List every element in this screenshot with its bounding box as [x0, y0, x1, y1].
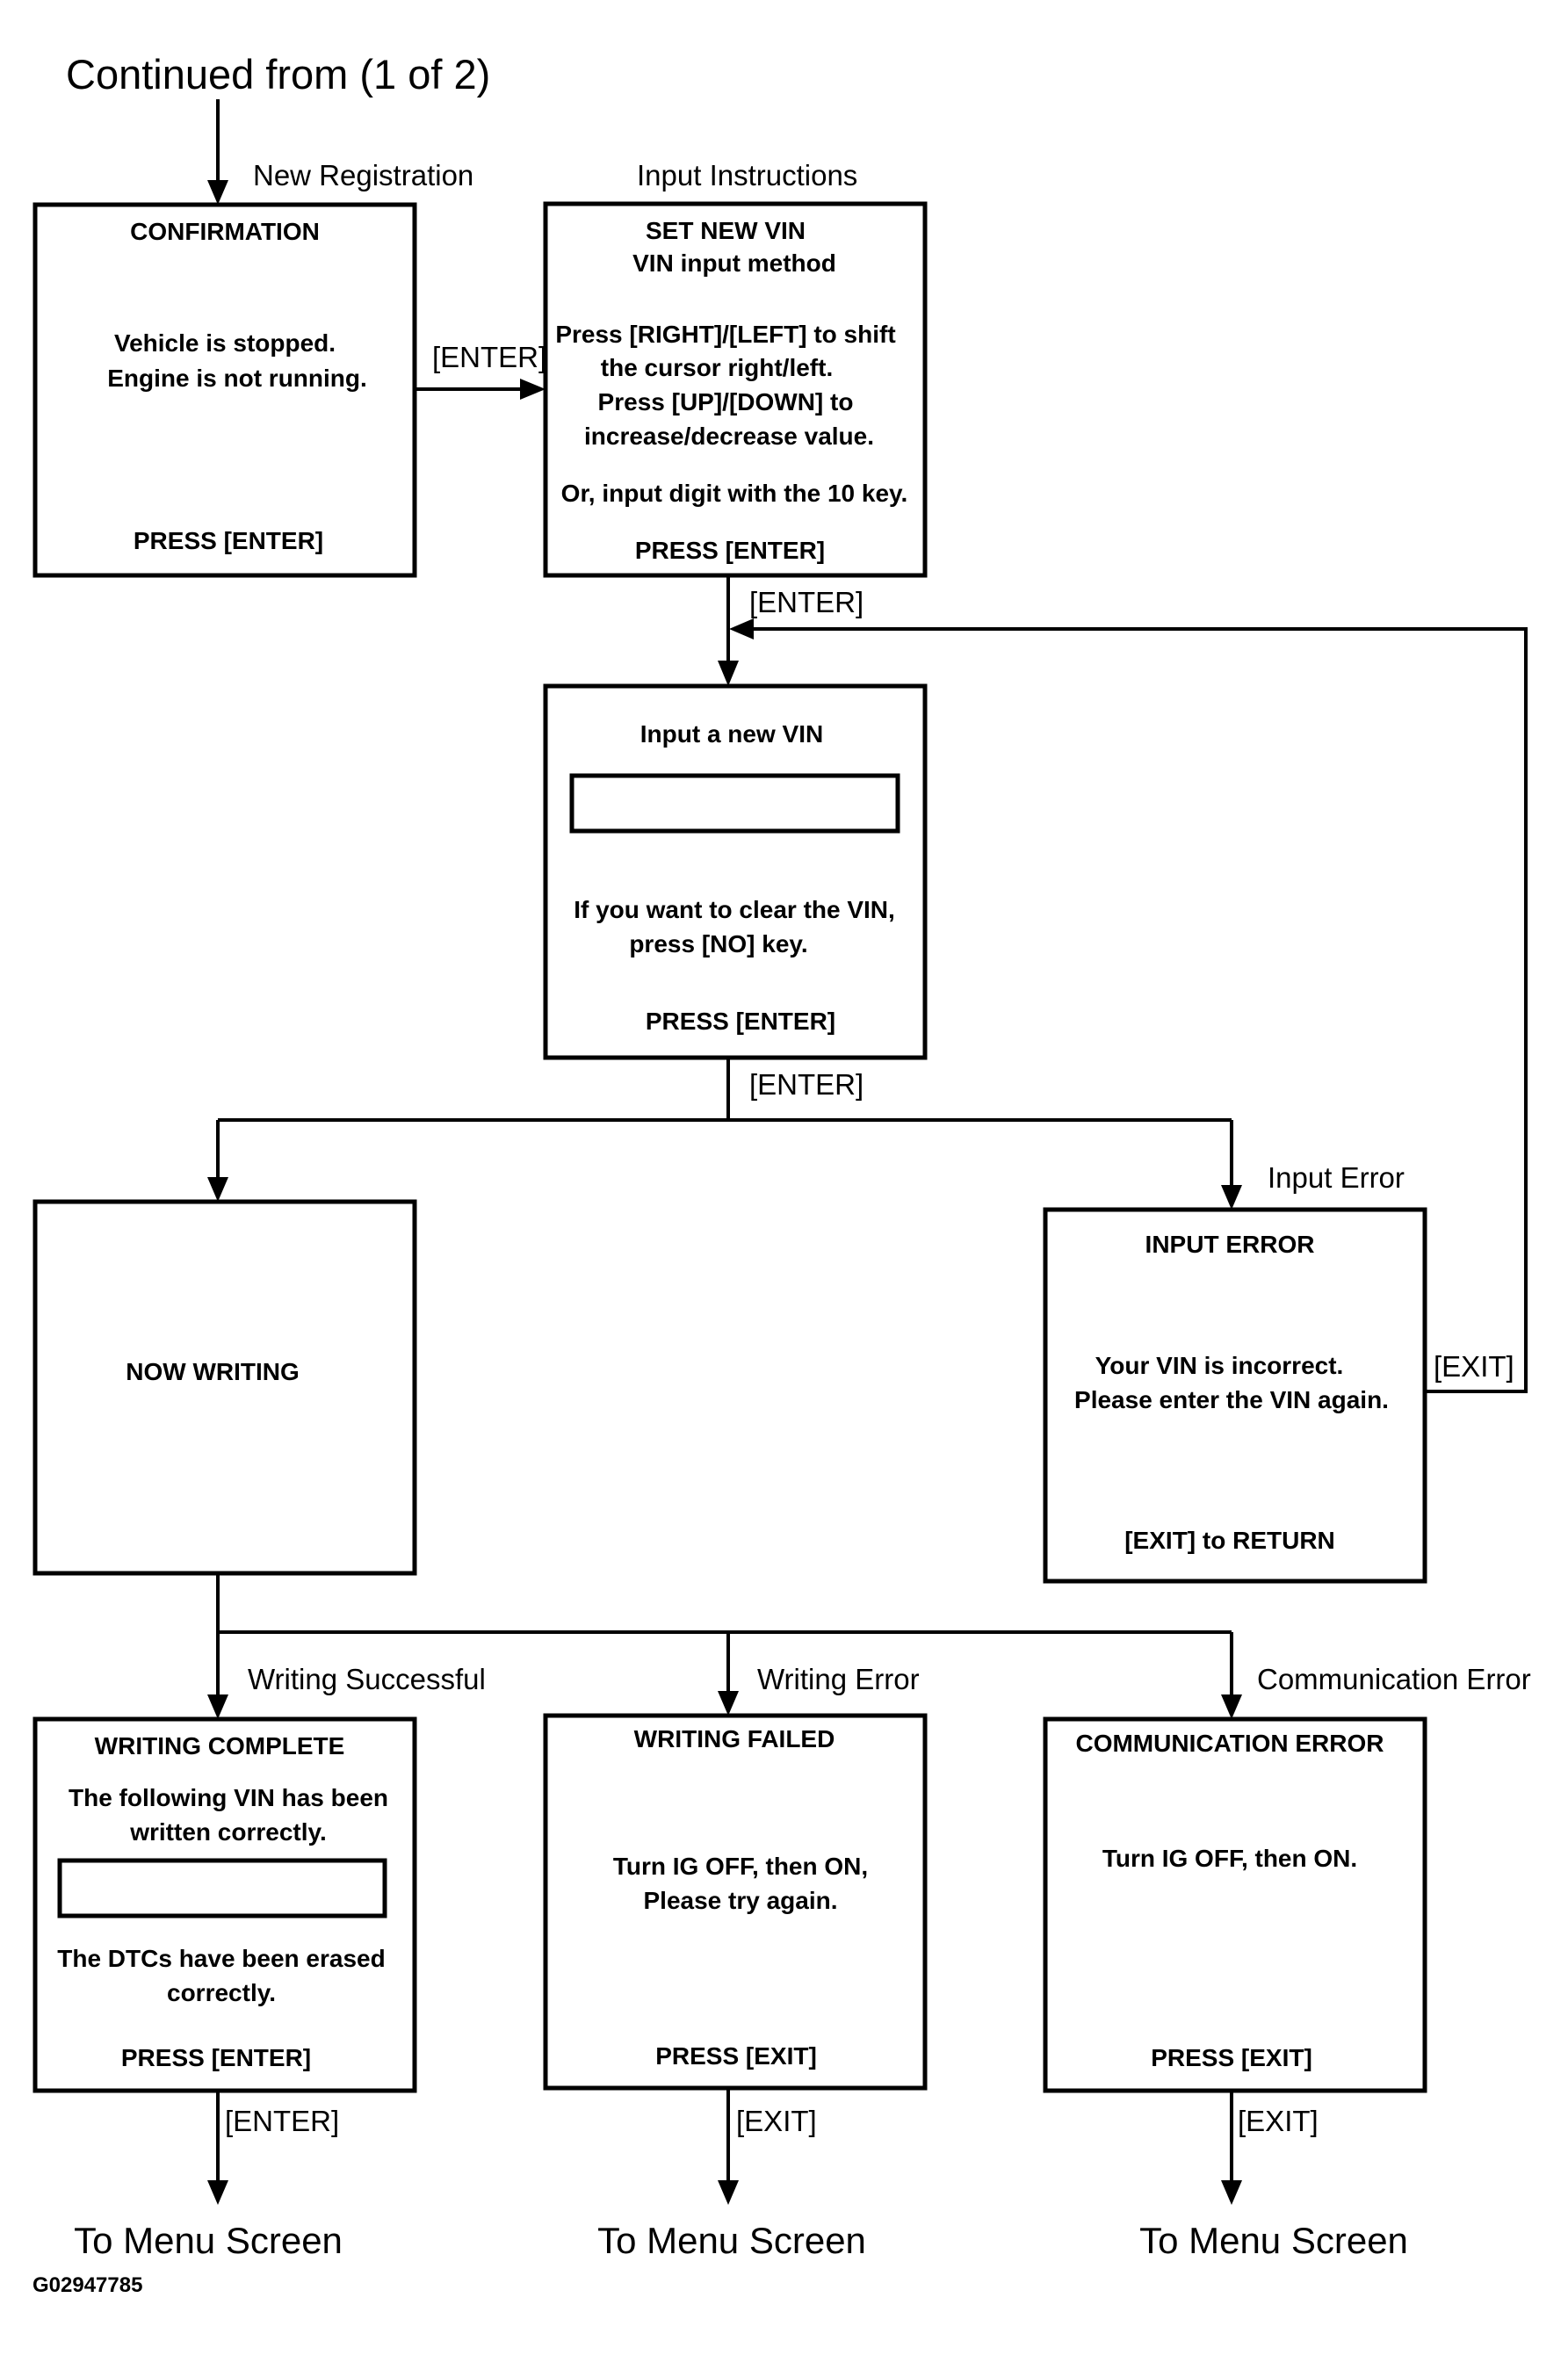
label-input-error: Input Error — [1268, 1161, 1405, 1194]
written-vin-field — [57, 1858, 387, 1918]
writingfailed-line1: Turn IG OFF, then ON, — [613, 1853, 868, 1880]
arrowhead-menu-left — [207, 2180, 228, 2205]
arrowhead-menu-right — [1221, 2180, 1242, 2205]
confirmation-footer: PRESS [ENTER] — [134, 527, 323, 554]
input-vin-box: Input a new VIN If you want to clear the… — [543, 683, 928, 1060]
label-exit-failed: [EXIT] — [736, 2105, 817, 2137]
setvin-footer: PRESS [ENTER] — [635, 537, 825, 564]
arrowhead-loopback — [729, 618, 754, 639]
connector-inputerror-loopback — [754, 627, 1528, 1393]
inputerror-line2: Please enter the VIN again. — [1074, 1386, 1389, 1413]
commerror-title: COMMUNICATION ERROR — [1075, 1730, 1384, 1757]
arrowhead-inputvin — [718, 661, 739, 686]
inputvin-footer: PRESS [ENTER] — [646, 1008, 835, 1035]
label-enter-1: [ENTER] — [432, 341, 546, 373]
label-enter-2: [ENTER] — [749, 586, 863, 618]
label-communication-error: Communication Error — [1257, 1663, 1531, 1695]
label-writing-error: Writing Error — [757, 1663, 920, 1695]
label-input-instructions: Input Instructions — [637, 159, 857, 191]
inputerror-title: INPUT ERROR — [1145, 1231, 1315, 1258]
arrowhead-writingfailed — [718, 1691, 739, 1716]
set-new-vin-box: SET NEW VIN VIN input method Press [RIGH… — [543, 201, 928, 578]
writingfailed-line2: Please try again. — [643, 1887, 837, 1914]
continued-from-heading: Continued from (1 of 2) — [66, 51, 490, 98]
writingcomplete-line3: The DTCs have been erased — [57, 1945, 385, 1972]
destination-right: To Menu Screen — [1139, 2220, 1408, 2261]
communication-error-box: COMMUNICATION ERROR Turn IG OFF, then ON… — [1043, 1716, 1427, 2093]
arrowhead-inputerror — [1221, 1185, 1242, 1210]
inputvin-title: Input a new VIN — [640, 720, 823, 748]
commerror-footer: PRESS [EXIT] — [1151, 2044, 1312, 2071]
writing-failed-box: WRITING FAILED Turn IG OFF, then ON, Ple… — [543, 1713, 928, 2091]
setvin-line4: increase/decrease value. — [584, 423, 874, 450]
label-exit-inputerror: [EXIT] — [1434, 1350, 1514, 1383]
setvin-line2: the cursor right/left. — [601, 354, 833, 381]
writingfailed-footer: PRESS [EXIT] — [655, 2042, 817, 2070]
confirmation-title: CONFIRMATION — [130, 218, 320, 245]
inputerror-footer: [EXIT] to RETURN — [1124, 1527, 1335, 1554]
writingcomplete-footer: PRESS [ENTER] — [121, 2044, 311, 2071]
destination-middle: To Menu Screen — [597, 2220, 866, 2261]
confirmation-line1: Vehicle is stopped. — [114, 329, 336, 357]
nowwriting-title: NOW WRITING — [126, 1358, 300, 1385]
writingcomplete-title: WRITING COMPLETE — [95, 1732, 345, 1759]
arrowhead-commerror — [1221, 1694, 1242, 1719]
label-enter-complete: [ENTER] — [225, 2105, 339, 2137]
commerror-line1: Turn IG OFF, then ON. — [1102, 1845, 1357, 1872]
arrowhead-menu-middle — [718, 2180, 739, 2205]
setvin-line3: Press [UP]/[DOWN] to — [598, 388, 854, 415]
label-new-registration: New Registration — [253, 159, 473, 191]
writingfailed-title: WRITING FAILED — [634, 1725, 835, 1752]
vin-entry-field — [569, 773, 900, 834]
inputvin-line2: press [NO] key. — [629, 930, 807, 957]
setvin-subtitle: VIN input method — [632, 249, 836, 277]
setvin-title: SET NEW VIN — [646, 217, 806, 244]
writing-complete-box: WRITING COMPLETE The following VIN has b… — [33, 1716, 417, 2093]
destination-left: To Menu Screen — [74, 2220, 343, 2261]
now-writing-box: NOW WRITING — [33, 1199, 417, 1576]
writingcomplete-line2: written correctly. — [129, 1818, 327, 1846]
figure-code: G02947785 — [33, 2273, 142, 2297]
confirmation-box: CONFIRMATION Vehicle is stopped. Engine … — [33, 202, 417, 578]
arrowhead-writingcomplete — [207, 1694, 228, 1719]
arrowhead-confirmation — [207, 180, 228, 205]
confirmation-line2: Engine is not running. — [107, 365, 367, 392]
inputerror-line1: Your VIN is incorrect. — [1095, 1352, 1344, 1379]
label-enter-3: [ENTER] — [749, 1068, 863, 1101]
arrowhead-nowwriting — [207, 1177, 228, 1202]
writingcomplete-line4: correctly. — [167, 1979, 276, 2006]
setvin-line5: Or, input digit with the 10 key. — [561, 480, 908, 507]
input-error-box: INPUT ERROR Your VIN is incorrect. Pleas… — [1043, 1207, 1427, 1584]
label-writing-successful: Writing Successful — [248, 1663, 486, 1695]
label-exit-comm: [EXIT] — [1238, 2105, 1319, 2137]
inputvin-line1: If you want to clear the VIN, — [574, 896, 895, 923]
arrowhead-setvin — [520, 379, 546, 400]
setvin-line1: Press [RIGHT]/[LEFT] to shift — [555, 321, 895, 348]
writingcomplete-line1: The following VIN has been — [69, 1784, 388, 1811]
